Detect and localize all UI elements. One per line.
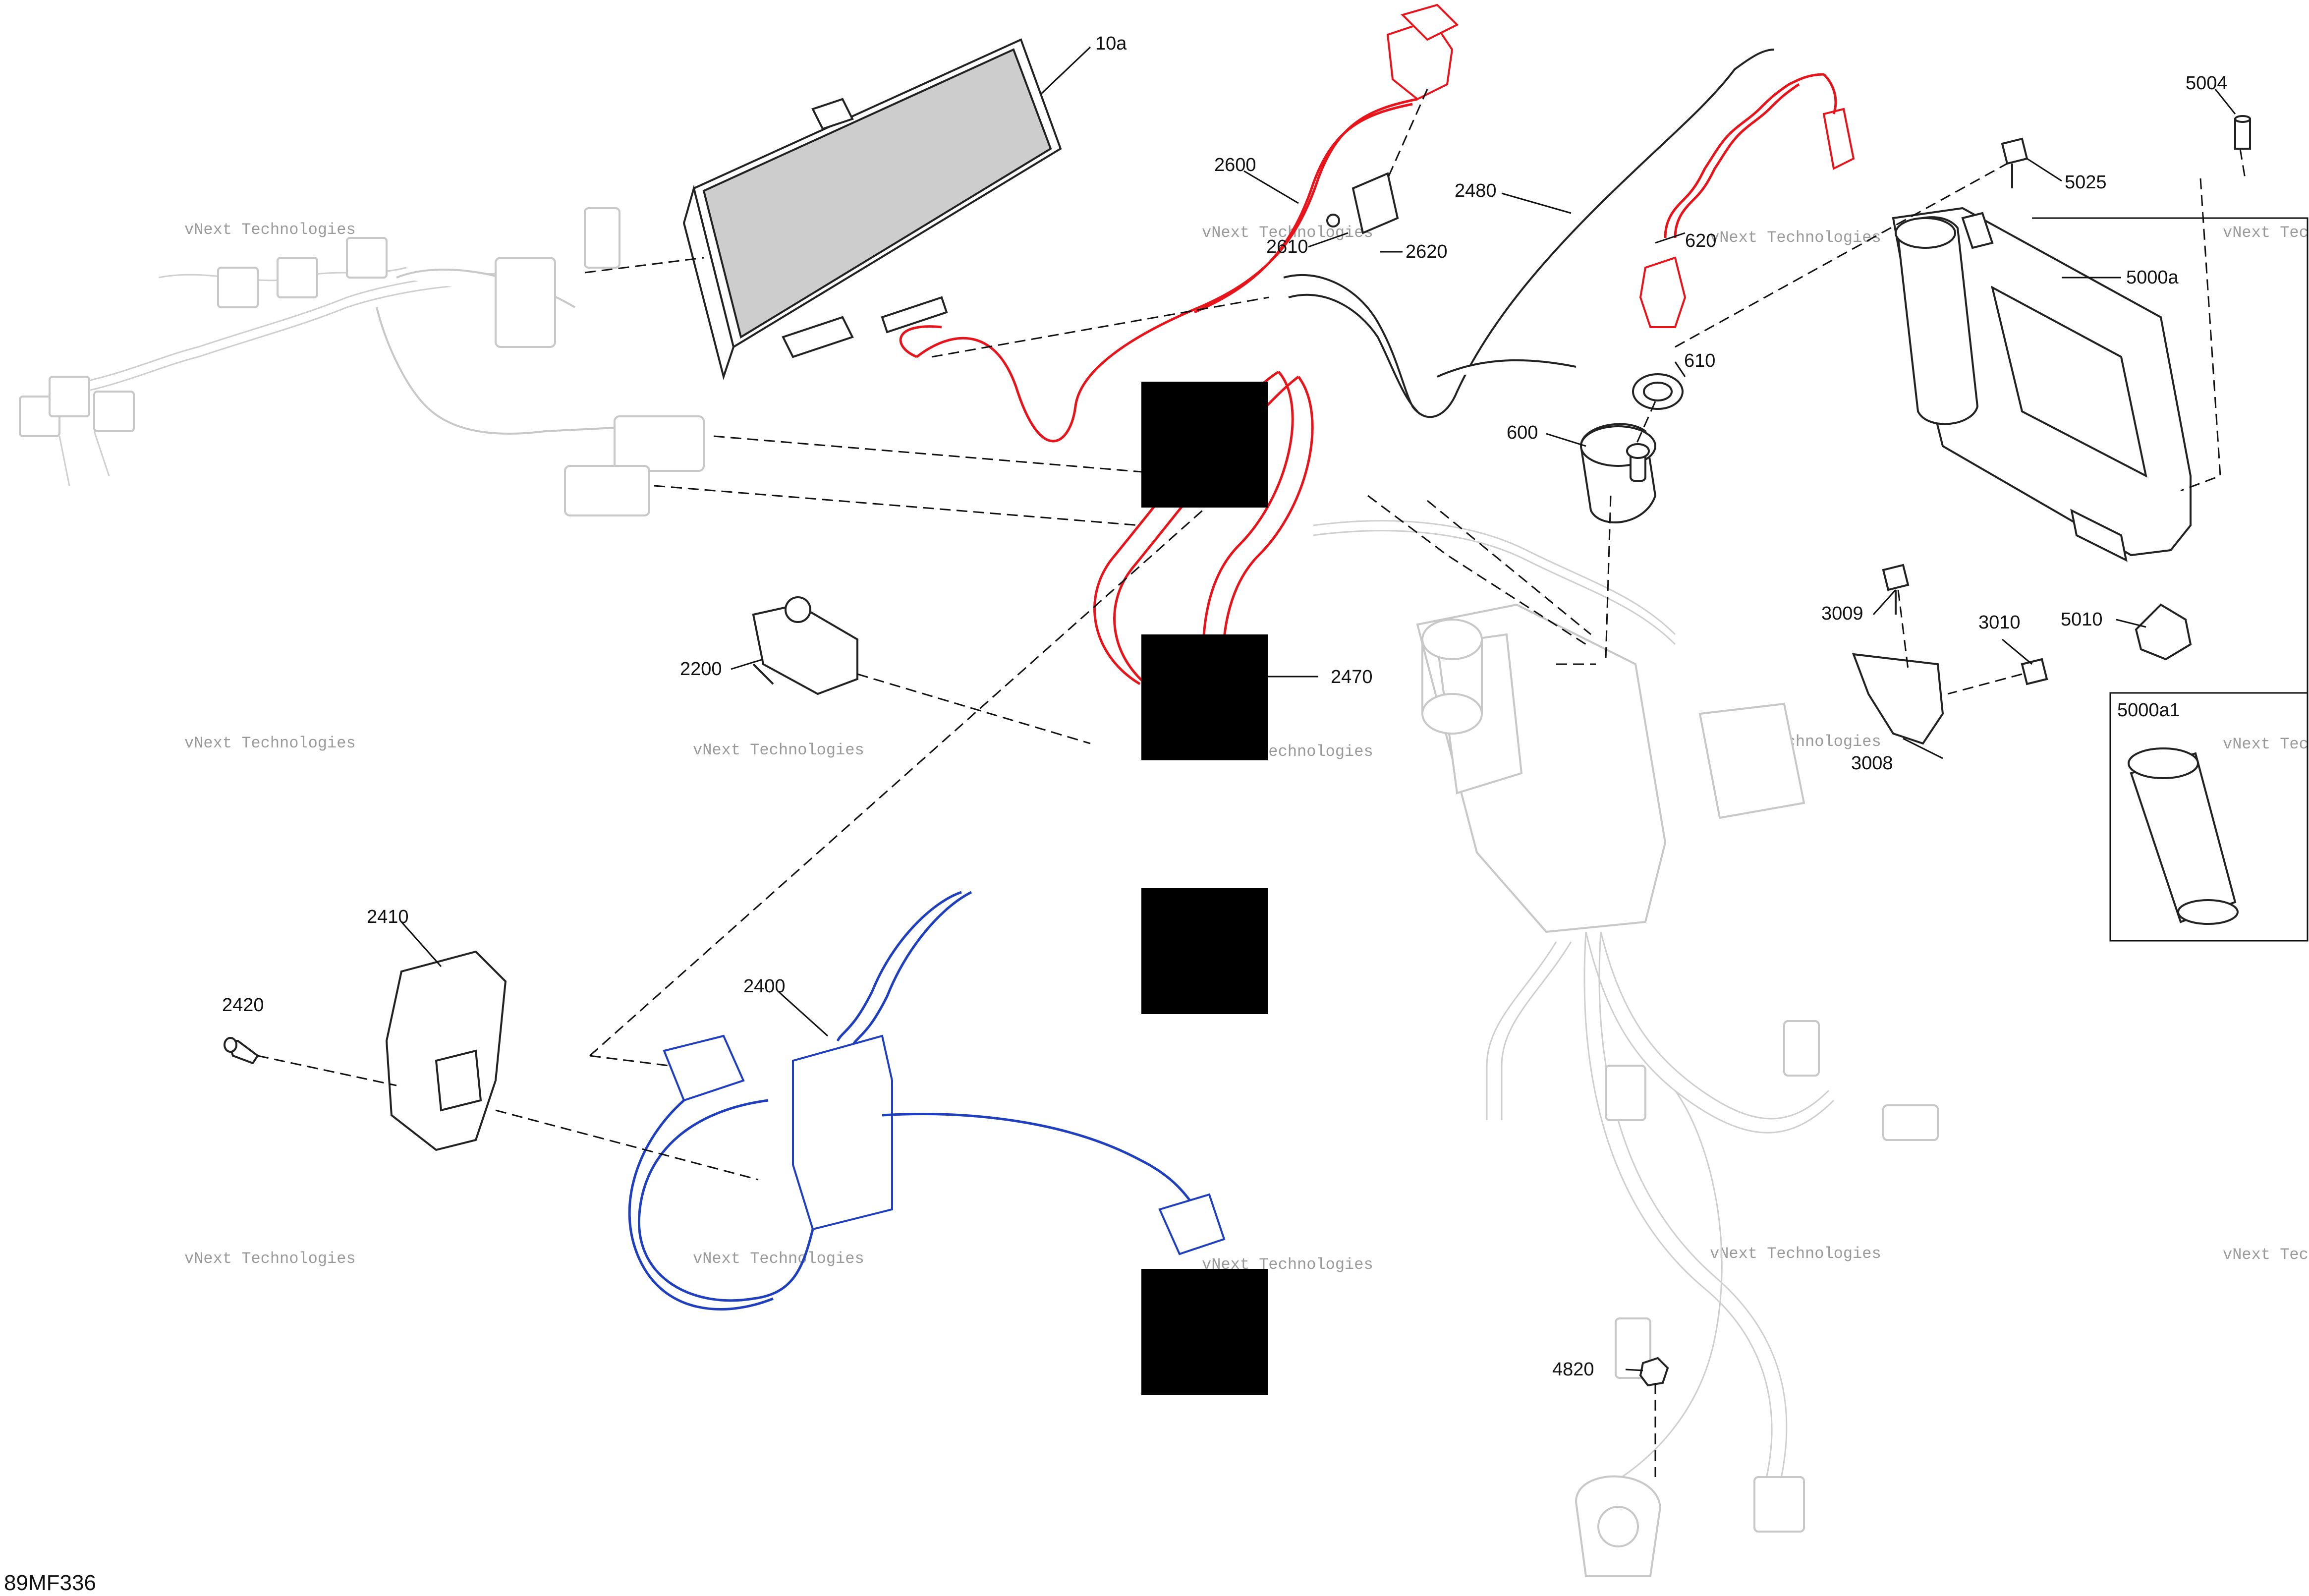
redaction-block <box>1141 1269 1268 1395</box>
main-wiring-harness <box>1313 520 1939 1577</box>
coiled-tether-620[interactable] <box>1639 73 1855 328</box>
callout-2420[interactable]: 2420 <box>222 995 264 1016</box>
callout-5000a[interactable]: 5000a <box>2126 267 2179 288</box>
watermark-text: vNext Technologies <box>2223 1246 2309 1264</box>
cover-2410[interactable] <box>385 950 507 1151</box>
callout-2600[interactable]: 2600 <box>1214 155 1256 175</box>
watermark-text: vNext Technologies <box>184 221 356 239</box>
callout-3010[interactable]: 3010 <box>1978 612 2021 633</box>
redaction-block <box>1141 382 1268 508</box>
clip-5010[interactable] <box>2135 603 2192 661</box>
leader-lines <box>400 46 2236 1371</box>
callout-2470[interactable]: 2470 <box>1331 667 1373 687</box>
callout-3009[interactable]: 3009 <box>1821 603 1863 624</box>
redaction-blocks <box>1141 382 1268 1395</box>
filter-inset-5000a1 <box>2109 692 2309 942</box>
callout-620[interactable]: 620 <box>1685 230 1716 251</box>
bracket-2610[interactable] <box>1326 172 1399 234</box>
hose-2480[interactable] <box>1283 49 1775 418</box>
redaction-block <box>1141 634 1268 760</box>
watermark-text: vNext Technologies <box>1710 1245 1881 1263</box>
watermark-text: vNext Technologies <box>2223 224 2309 242</box>
callout-labels: 10a 2600 2610 2620 2480 620 610 600 5004… <box>222 33 2228 1380</box>
callout-600[interactable]: 600 <box>1507 422 1538 443</box>
callout-2410[interactable]: 2410 <box>367 907 409 927</box>
ring-610[interactable] <box>1632 373 1684 410</box>
module-frame-line <box>2032 217 2309 693</box>
callout-2200[interactable]: 2200 <box>680 659 722 680</box>
callout-10a[interactable]: 10a <box>1095 33 1127 54</box>
ecm-module-5000a[interactable] <box>1892 207 2192 562</box>
drawing-reference-code: 89MF336 <box>4 1571 96 1595</box>
bolt-3010[interactable] <box>2021 658 2048 685</box>
callout-3008[interactable]: 3008 <box>1851 753 1893 774</box>
callout-5025[interactable]: 5025 <box>2065 172 2107 193</box>
redaction-block <box>1141 888 1268 1014</box>
callout-2610[interactable]: 2610 <box>1266 236 1308 257</box>
bolt-3009[interactable] <box>1882 564 1910 615</box>
bracket-3008[interactable] <box>1852 653 1944 745</box>
pin-2420[interactable] <box>224 1037 259 1065</box>
callout-2620[interactable]: 2620 <box>1406 241 1448 262</box>
callout-610[interactable]: 610 <box>1684 350 1715 371</box>
watermark-text: vNext Technologies <box>2223 735 2309 753</box>
callout-5010[interactable]: 5010 <box>2061 609 2103 630</box>
sensor-2200[interactable] <box>752 596 858 695</box>
key-switch-2600[interactable] <box>899 3 1459 443</box>
switch-cluster-2400[interactable] <box>628 891 1226 1311</box>
callout-5000a1[interactable]: 5000a1 <box>2117 700 2180 721</box>
watermark-text: vNext Technologies <box>184 734 356 752</box>
watermark-text: vNext Technologies <box>693 1250 864 1268</box>
dash-wiring-harness <box>19 207 705 516</box>
callout-4820[interactable]: 4820 <box>1552 1359 1594 1380</box>
callout-2400[interactable]: 2400 <box>743 976 786 997</box>
callout-2480[interactable]: 2480 <box>1455 180 1497 201</box>
cluster-display-10a[interactable] <box>682 38 1062 381</box>
watermark-text: vNext Technologies <box>184 1250 356 1268</box>
inset-frame <box>2109 692 2309 942</box>
watermark-text: vNext Technologies <box>1710 228 1881 247</box>
callout-5004[interactable]: 5004 <box>2186 73 2228 94</box>
filter-5000a1[interactable] <box>2128 747 2239 925</box>
nut-4820[interactable] <box>1639 1357 1669 1387</box>
assembly-lines <box>257 89 2246 1477</box>
dps-switch-600[interactable] <box>1579 423 1657 523</box>
plug-5004[interactable] <box>2234 115 2251 150</box>
watermark-text: vNext Technologies <box>693 741 864 759</box>
